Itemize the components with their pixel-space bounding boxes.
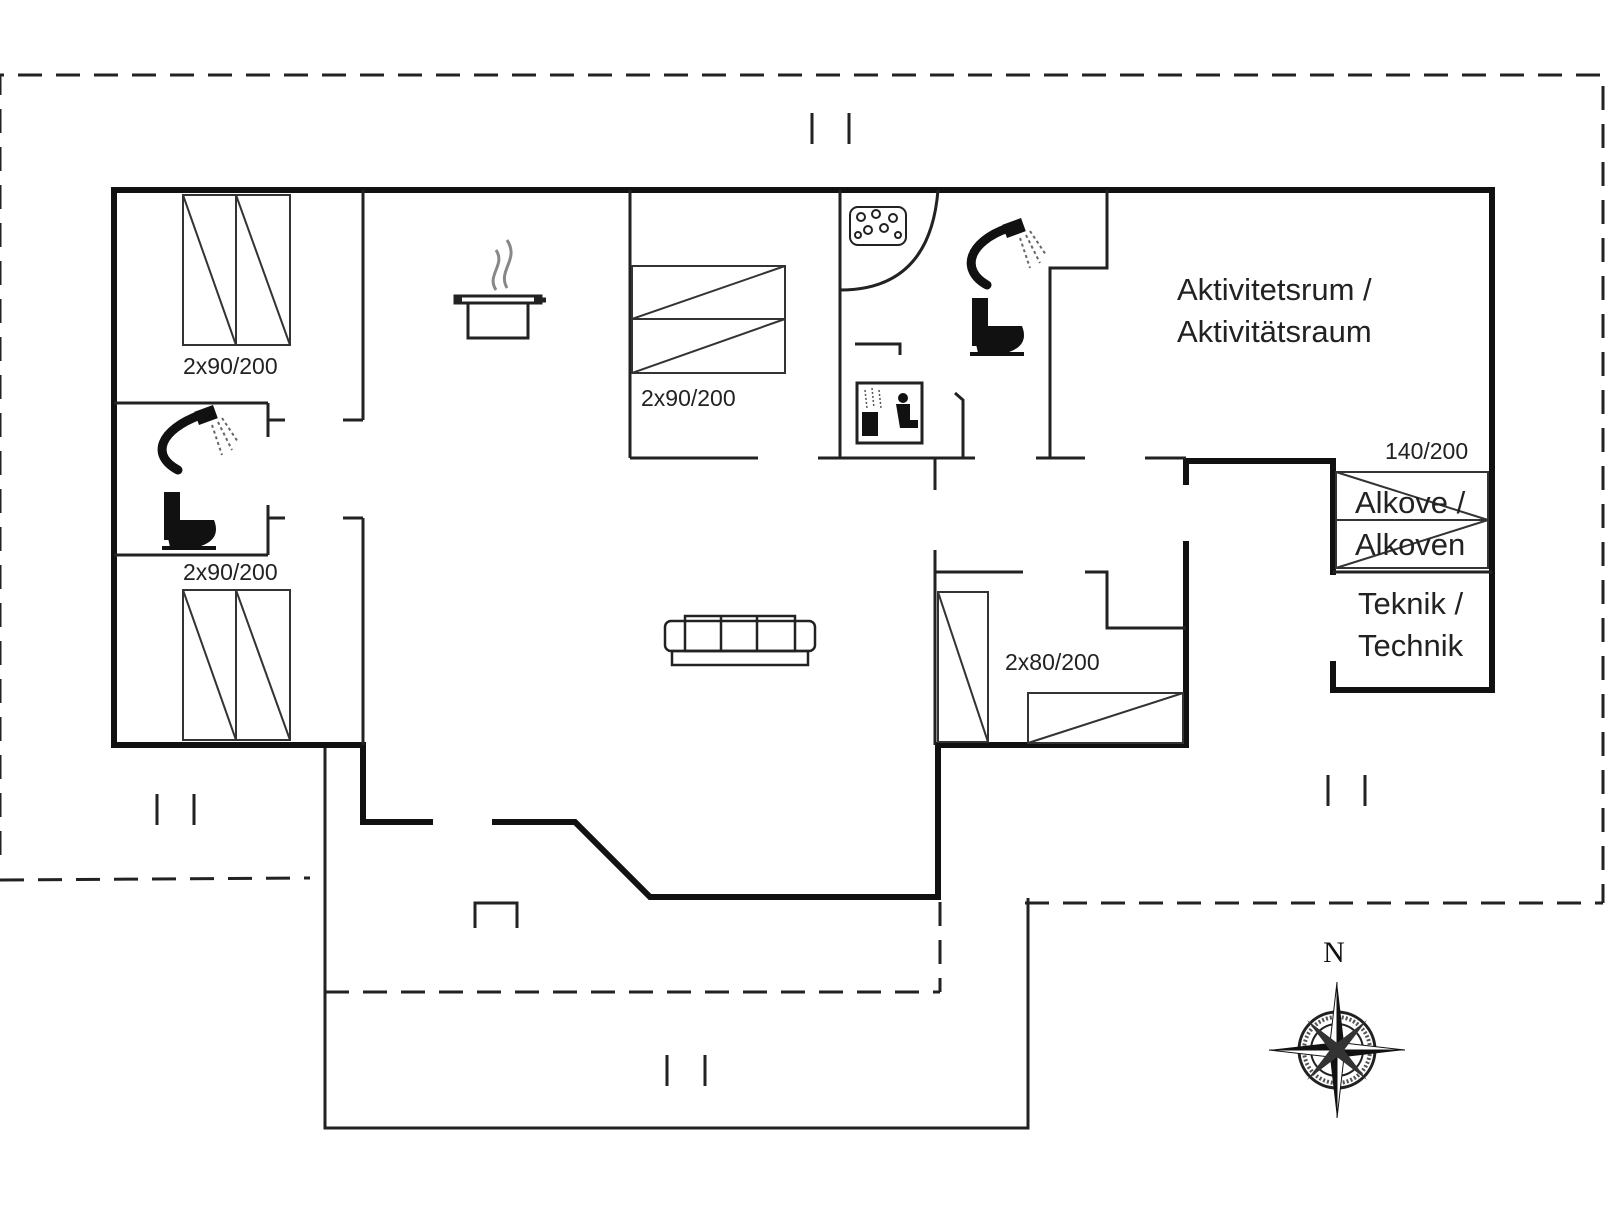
bed-bottom-left	[182, 589, 291, 741]
bed-alcove	[1335, 471, 1489, 569]
bed-right-lower	[1027, 692, 1184, 744]
room-label-activity-line1: Aktivitetsrum /	[1177, 272, 1372, 307]
toilet-icon-left	[162, 492, 216, 550]
sofa-icon	[663, 614, 817, 667]
decking-marks	[155, 113, 1367, 1086]
bed-label-bottom-left: 2x90/200	[183, 559, 278, 585]
room-label-technical-line1: Teknik /	[1358, 586, 1463, 621]
bed-label-alcove: 140/200	[1385, 438, 1468, 464]
lower-terrace	[323, 747, 1030, 1130]
bed-right-single	[937, 591, 989, 743]
room-label-alcove-line1: Alkove /	[1355, 485, 1466, 520]
interior-walls	[114, 189, 1492, 745]
bed-label-top-middle: 2x90/200	[641, 385, 736, 411]
room-label-activity-line2: Aktivitätsraum	[1177, 314, 1372, 349]
cooking-pot-icon	[453, 239, 546, 340]
bed-label-right: 2x80/200	[1005, 649, 1100, 675]
compass-rose-icon	[1268, 981, 1406, 1119]
room-label-alcove-line2: Alkoven	[1355, 527, 1465, 562]
room-label-technical-line2: Technik	[1358, 628, 1464, 663]
toilet-icon-bath	[970, 298, 1024, 356]
bed-top-left	[182, 194, 291, 346]
sauna-icon	[855, 381, 924, 445]
whirlpool-icon	[849, 206, 907, 246]
shower-icon-bath	[966, 218, 1047, 290]
shower-icon-left	[157, 405, 239, 475]
compass-north-label: N	[1323, 936, 1345, 969]
bed-top-middle	[631, 265, 786, 374]
terrace-outline	[0, 73, 1605, 994]
bed-label-top-left: 2x90/200	[183, 353, 278, 379]
exterior-walls	[111, 187, 1495, 900]
